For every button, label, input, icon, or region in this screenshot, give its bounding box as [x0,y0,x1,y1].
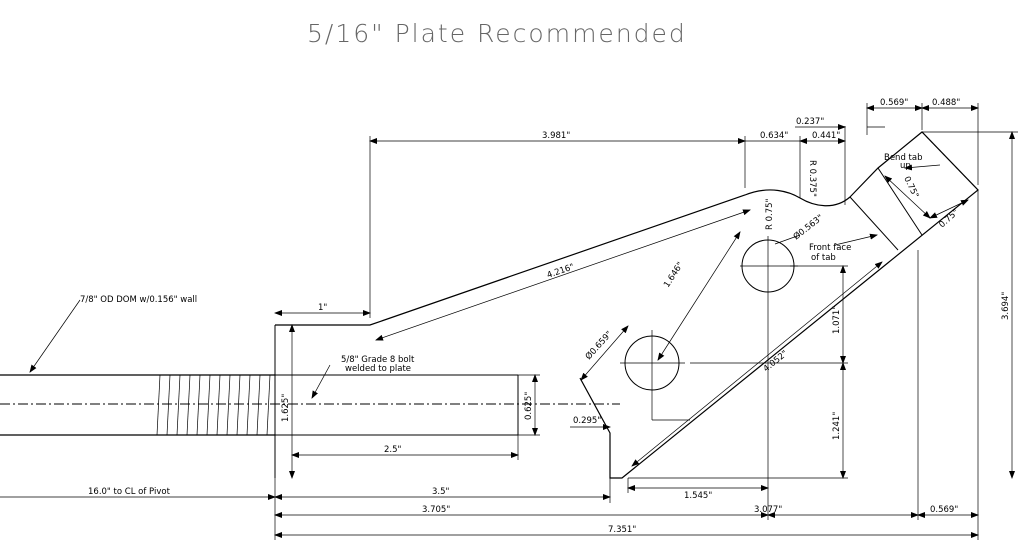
dim-3-5: 3.5" [432,487,450,497]
dim-0-237: 0.237" [796,117,824,127]
tube-weld-marks [156,374,271,436]
bolt [275,374,519,436]
dim-r-0-75: R 0.75" [765,198,775,230]
dim-3-077: 3.077" [754,505,782,515]
front-face-note-line2: of tab [811,253,836,263]
dim-0-569-bottom: 0.569" [930,505,958,515]
dim-tab-0-75a: 0.75" [901,175,920,200]
dim-0-441: 0.441" [812,131,840,141]
dim-7-351: 7.351" [608,525,636,535]
dim-0-569-top: 0.569" [880,98,908,108]
tube-note: 7/8" OD DOM w/0.156" wall [80,295,197,305]
dim-1: 1" [318,303,327,313]
dim-1-241: 1.241" [832,412,842,440]
dim-1-545: 1.545" [684,491,712,501]
dim-2-5: 2.5" [384,445,402,455]
dim-16-0: 16.0" to CL of Pivot [88,487,171,497]
dim-1-071: 1.071" [832,306,842,334]
dim-0-488: 0.488" [932,98,960,108]
dimension-labels: 3.981" 0.634" 0.441" 0.237" 0.569" 0.488… [88,98,1011,535]
drawing-title: 5/16" Plate Recommended [307,19,687,48]
hole-centerlines [620,236,798,421]
dim-3-694: 3.694" [1001,292,1011,320]
bolt-note-line1: 5/8" Grade 8 bolt [341,355,415,365]
dim-0-659: Ø0.659" [583,329,615,362]
dim-0-634: 0.634" [760,131,788,141]
plate-outline [275,131,979,479]
dim-3-705: 3.705" [422,505,450,515]
bend-note-line1: Bend tab [884,153,922,163]
dim-1-625: 1.625" [281,394,291,422]
dim-0-625: 0.625" [524,392,534,420]
dim-3-981: 3.981" [542,131,570,141]
dim-tab-0-75b: 0.75" [937,207,961,230]
dim-4-216: 4.216" [546,262,576,281]
dimension-lines [0,103,1018,540]
dim-1-646: 1.646" [662,260,686,289]
dim-r-0-375: R 0.375" [807,160,817,197]
bolt-note-line2: welded to plate [345,364,411,374]
bend-note-line2: up [900,161,911,171]
tube [0,325,276,478]
dim-0-563: Ø0.563" [791,212,825,242]
front-face-note-line1: Front face [809,243,851,253]
dim-0-295: 0.295" [573,416,601,426]
leader-lines [29,164,941,399]
annotations: 7/8" OD DOM w/0.156" wall 5/8" Grade 8 b… [80,153,922,374]
